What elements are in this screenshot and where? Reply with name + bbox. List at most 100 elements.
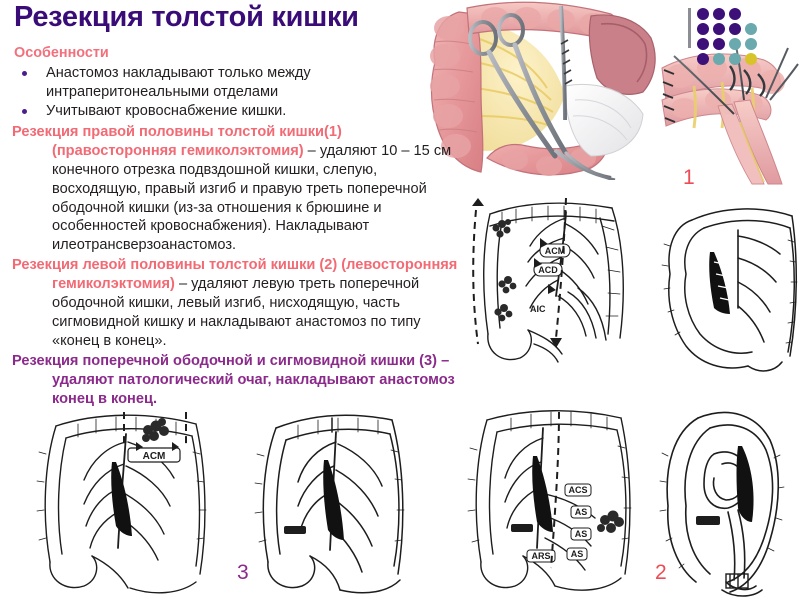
decorative-dot [729,53,741,65]
resection-line [550,411,560,569]
paragraph-body: – удаляют патологический очаг, накладыва… [52,353,455,408]
paragraph-transverse-sigmoid-resection: Резекция поперечной ободочной и сигмовид… [12,352,464,409]
anastomosis-mark [736,446,754,522]
anastomosis-mark [111,462,132,536]
tumour-mass [142,418,169,442]
decorative-dot [697,23,709,35]
decorative-dot-cell [697,53,713,68]
vessel-label-acm: ACM [539,243,571,258]
decorative-dot [713,23,725,35]
resection-line [472,197,567,345]
list-item: Анастомоз накладывают только между интра… [12,64,464,102]
list-item-label: Анастомоз накладывают только между интра… [46,64,311,100]
surgical-clip-icon [511,524,533,532]
svg-text:AS: AS [575,507,588,517]
surgical-clip-icon [284,526,306,534]
surgical-clamp-icon [468,13,568,159]
decorative-dot-cell [713,38,729,53]
decorative-dot-cell [697,38,713,53]
decorative-dot-grid [697,8,761,68]
anastomosis-mark [323,460,344,540]
figure-diagram-right-hemicolectomy-result [652,196,800,374]
decorative-dot-cell [729,53,745,68]
list-item: Учитывают кровоснабжение кишки. [12,102,464,121]
figure-diagram-left-hemicolectomy-result [652,398,800,598]
decorative-rule [688,8,691,48]
figure-number-1: 1 [683,166,695,189]
resection-line [122,411,187,446]
colon-result-diagram-svg [661,208,798,372]
anastomosis-mark [532,456,553,532]
svg-text:AS: AS [571,549,584,559]
decorative-dot-cell [713,53,729,68]
colon-line-diagram-svg: ACM ACD AIC [472,197,624,363]
list-item-label: Учитывают кровоснабжение кишки. [46,102,287,119]
svg-text:ACD: ACD [538,265,558,275]
decorative-dot [729,23,741,35]
decorative-dot [697,38,709,50]
decorative-dot [745,53,757,65]
surgical-illustration-svg [430,1,656,180]
anastomosis-mark [709,252,730,314]
surgical-clip-icon [696,516,720,525]
anastomosis-illustration-svg [661,43,799,185]
colon-result-diagram-svg [254,414,405,594]
colon-result-diagram-svg [659,411,785,597]
decorative-dot-cell [745,23,761,38]
figure-diagram-left-hemicolectomy: ACS AS AS AS ARS [455,398,645,598]
figure-number-3: 3 [237,561,249,584]
content-body: Особенности Анастомоз накладывают только… [12,44,464,409]
features-list: Анастомоз накладывают только между интра… [12,64,464,121]
figure-diagram-transverse-sigmoid-result [240,400,435,598]
sub-heading: Особенности [14,45,109,61]
svg-text:AIC: AIC [530,304,546,314]
suture-line [662,69,676,123]
svg-text:AS: AS [575,529,588,539]
decorative-dot [697,53,709,65]
lymph-node-cluster [492,219,517,322]
decorative-dot [713,53,725,65]
decorative-dot-cell [729,8,745,23]
bullet-icon [22,70,27,76]
svg-text:ARS: ARS [531,551,550,561]
vessel-labels: ACS AS AS AS ARS [526,483,592,563]
decorative-dot-cell [729,38,745,53]
decorative-dot [745,8,757,20]
paragraph-left-hemicolectomy: Резекция левой половины толстой кишки (2… [12,256,464,351]
svg-text:ACM: ACM [545,246,566,256]
vessel-label-acm: ACM [127,447,181,463]
decorative-dot-cell [697,8,713,23]
svg-text:ACS: ACS [568,485,587,495]
paragraph-lead: Резекция левой половины толстой кишки (2… [12,257,458,293]
colon-line-diagram-svg: ACM [36,411,207,594]
svg-text:ACM: ACM [143,451,166,462]
paragraph-right-hemicolectomy: Резекция правой половины толстой кишки(1… [12,123,464,256]
decorative-dot-cell [745,38,761,53]
vessel-label-acd: ACD [533,262,563,277]
paragraph-lead: Резекция поперечной ободочной и сигмовид… [12,353,438,370]
decorative-dot [729,8,741,20]
paragraph-body: – удаляют левую треть поперечной ободочн… [52,276,421,350]
decorative-dot [713,38,725,50]
decorative-dot-cell [745,53,761,68]
figure-surgical-photo-anastomosis [660,42,800,187]
decorative-dot-cell [729,23,745,38]
decorative-dot-cell [745,8,761,23]
paragraph-body: – удаляют 10 – 15 см конечного отрезка п… [52,142,452,254]
bullet-icon [22,108,27,114]
page-title: Резекция толстой кишки [14,1,359,33]
decorative-dot [745,23,757,35]
paragraph-lead: Резекция правой половины толстой кишки(1… [12,123,342,159]
decorative-dot [729,38,741,50]
decorative-dot [713,8,725,20]
figure-diagram-right-hemicolectomy: ACM ACD AIC [462,188,640,366]
decorative-dot [745,38,757,50]
tumour-mass [597,510,624,533]
figure-number-2: 2 [655,561,667,584]
vessel-label-aic: AIC [530,304,546,314]
colon-line-diagram-svg: ACS AS AS AS ARS [467,410,632,591]
decorative-dot-cell [713,23,729,38]
decorative-dot-cell [697,23,713,38]
figure-diagram-transverse-sigmoid: ACM [20,398,220,598]
